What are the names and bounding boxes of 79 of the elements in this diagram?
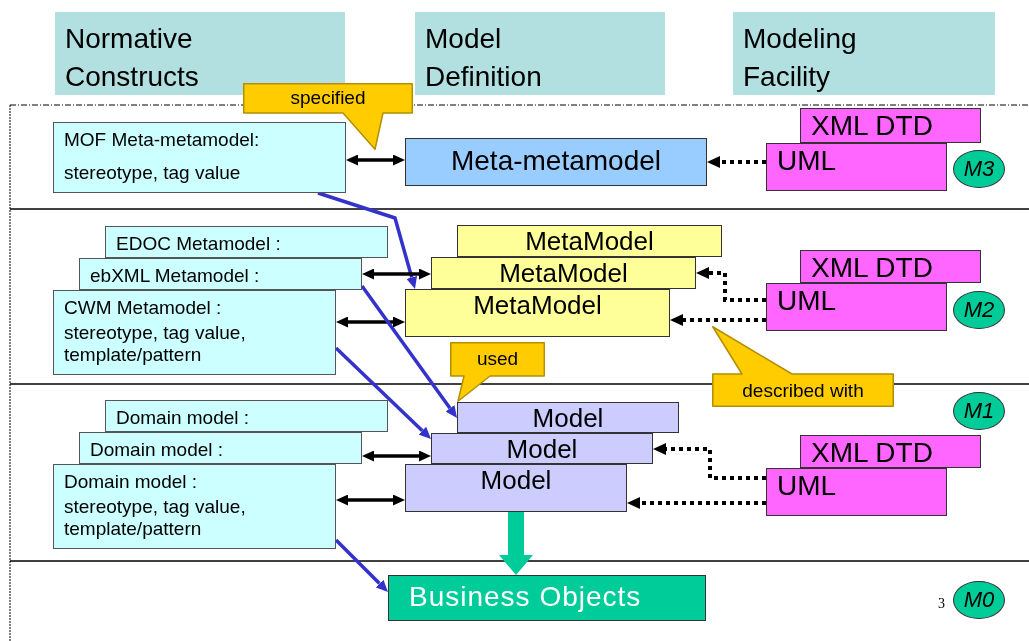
node-label: Domain model : bbox=[116, 407, 251, 429]
layer-badge bbox=[953, 392, 1005, 430]
arrow bbox=[334, 538, 388, 592]
callout-text: described with bbox=[742, 379, 864, 402]
facility-box bbox=[766, 283, 947, 331]
construct-box bbox=[79, 258, 362, 290]
arrow bbox=[334, 346, 431, 439]
facility-box bbox=[800, 250, 981, 283]
dotted-arrow bbox=[696, 267, 766, 302]
layer-badge bbox=[953, 581, 1005, 619]
node-label: CWM Metamodel : bbox=[64, 297, 223, 319]
node-label: MetaModel bbox=[498, 259, 629, 289]
arrow bbox=[317, 191, 418, 289]
node-label: Business Objects bbox=[409, 581, 643, 613]
node-label: Meta-metamodel bbox=[449, 145, 663, 177]
double-arrow bbox=[362, 450, 431, 462]
node-label: MetaModel bbox=[472, 291, 603, 321]
double-arrow bbox=[346, 154, 405, 166]
construct-box bbox=[105, 226, 388, 258]
node-label: UML bbox=[777, 470, 838, 502]
callout-bubble bbox=[712, 326, 894, 407]
construct-box bbox=[79, 432, 362, 464]
layer-label: M2 bbox=[963, 299, 995, 321]
node-label: XML DTD bbox=[811, 110, 934, 142]
header-text: Normative Constructs bbox=[65, 22, 200, 94]
node-label: XML DTD bbox=[811, 437, 934, 469]
facility-box bbox=[766, 143, 947, 191]
dotted-arrow bbox=[653, 443, 766, 480]
callout-text: used bbox=[476, 348, 519, 370]
dotted-arrow bbox=[627, 497, 766, 509]
node-label: Domain model : bbox=[64, 471, 199, 493]
model-box bbox=[405, 138, 707, 186]
node-label: stereotype, tag value, template/pattern bbox=[64, 496, 247, 539]
header-text: Model Definition bbox=[425, 22, 543, 94]
node-label: UML bbox=[777, 285, 838, 317]
model-box bbox=[457, 402, 679, 433]
header-text: Modeling Facility bbox=[743, 22, 858, 94]
dotted-arrow bbox=[670, 314, 766, 326]
facility-box bbox=[766, 468, 947, 516]
dotted-arrow bbox=[707, 156, 766, 168]
block-arrow bbox=[499, 512, 533, 575]
model-box bbox=[431, 257, 696, 289]
page-number: 3 bbox=[938, 596, 945, 611]
construct-box bbox=[105, 400, 388, 432]
node-label: stereotype, tag value, template/pattern bbox=[64, 322, 247, 365]
result-box bbox=[388, 575, 706, 621]
layer-label: M1 bbox=[963, 400, 995, 422]
callout-bubble bbox=[450, 342, 545, 402]
node-label: ebXML Metamodel : bbox=[90, 265, 261, 287]
node-label: stereotype, tag value bbox=[64, 162, 242, 184]
node-label: XML DTD bbox=[811, 252, 934, 284]
double-arrow bbox=[362, 268, 431, 280]
node-label: Model bbox=[531, 404, 605, 434]
facility-box bbox=[800, 435, 981, 468]
double-arrow bbox=[336, 494, 405, 506]
construct-box bbox=[53, 122, 346, 193]
layer-badge bbox=[953, 150, 1005, 188]
arrow bbox=[360, 284, 457, 418]
layer-label: M3 bbox=[963, 158, 995, 180]
model-box bbox=[405, 464, 627, 512]
node-label: Model bbox=[479, 466, 553, 496]
node-label: MOF Meta-metamodel: bbox=[64, 129, 261, 151]
facility-box bbox=[800, 108, 981, 143]
layer-badge bbox=[953, 291, 1005, 329]
model-box bbox=[431, 433, 653, 464]
node-label: MetaModel bbox=[524, 227, 655, 257]
model-box bbox=[457, 225, 722, 257]
model-box bbox=[405, 289, 670, 337]
callout-text: specified bbox=[290, 87, 366, 109]
node-label: EDOC Metamodel : bbox=[116, 233, 282, 255]
double-arrow bbox=[336, 316, 405, 328]
construct-box bbox=[53, 464, 336, 549]
layer-label: M0 bbox=[963, 589, 995, 611]
column-header bbox=[733, 12, 995, 95]
construct-box bbox=[53, 290, 336, 375]
column-header bbox=[415, 12, 665, 95]
node-label: UML bbox=[777, 145, 838, 177]
node-label: Domain model : bbox=[90, 439, 225, 461]
node-label: Model bbox=[505, 435, 579, 465]
